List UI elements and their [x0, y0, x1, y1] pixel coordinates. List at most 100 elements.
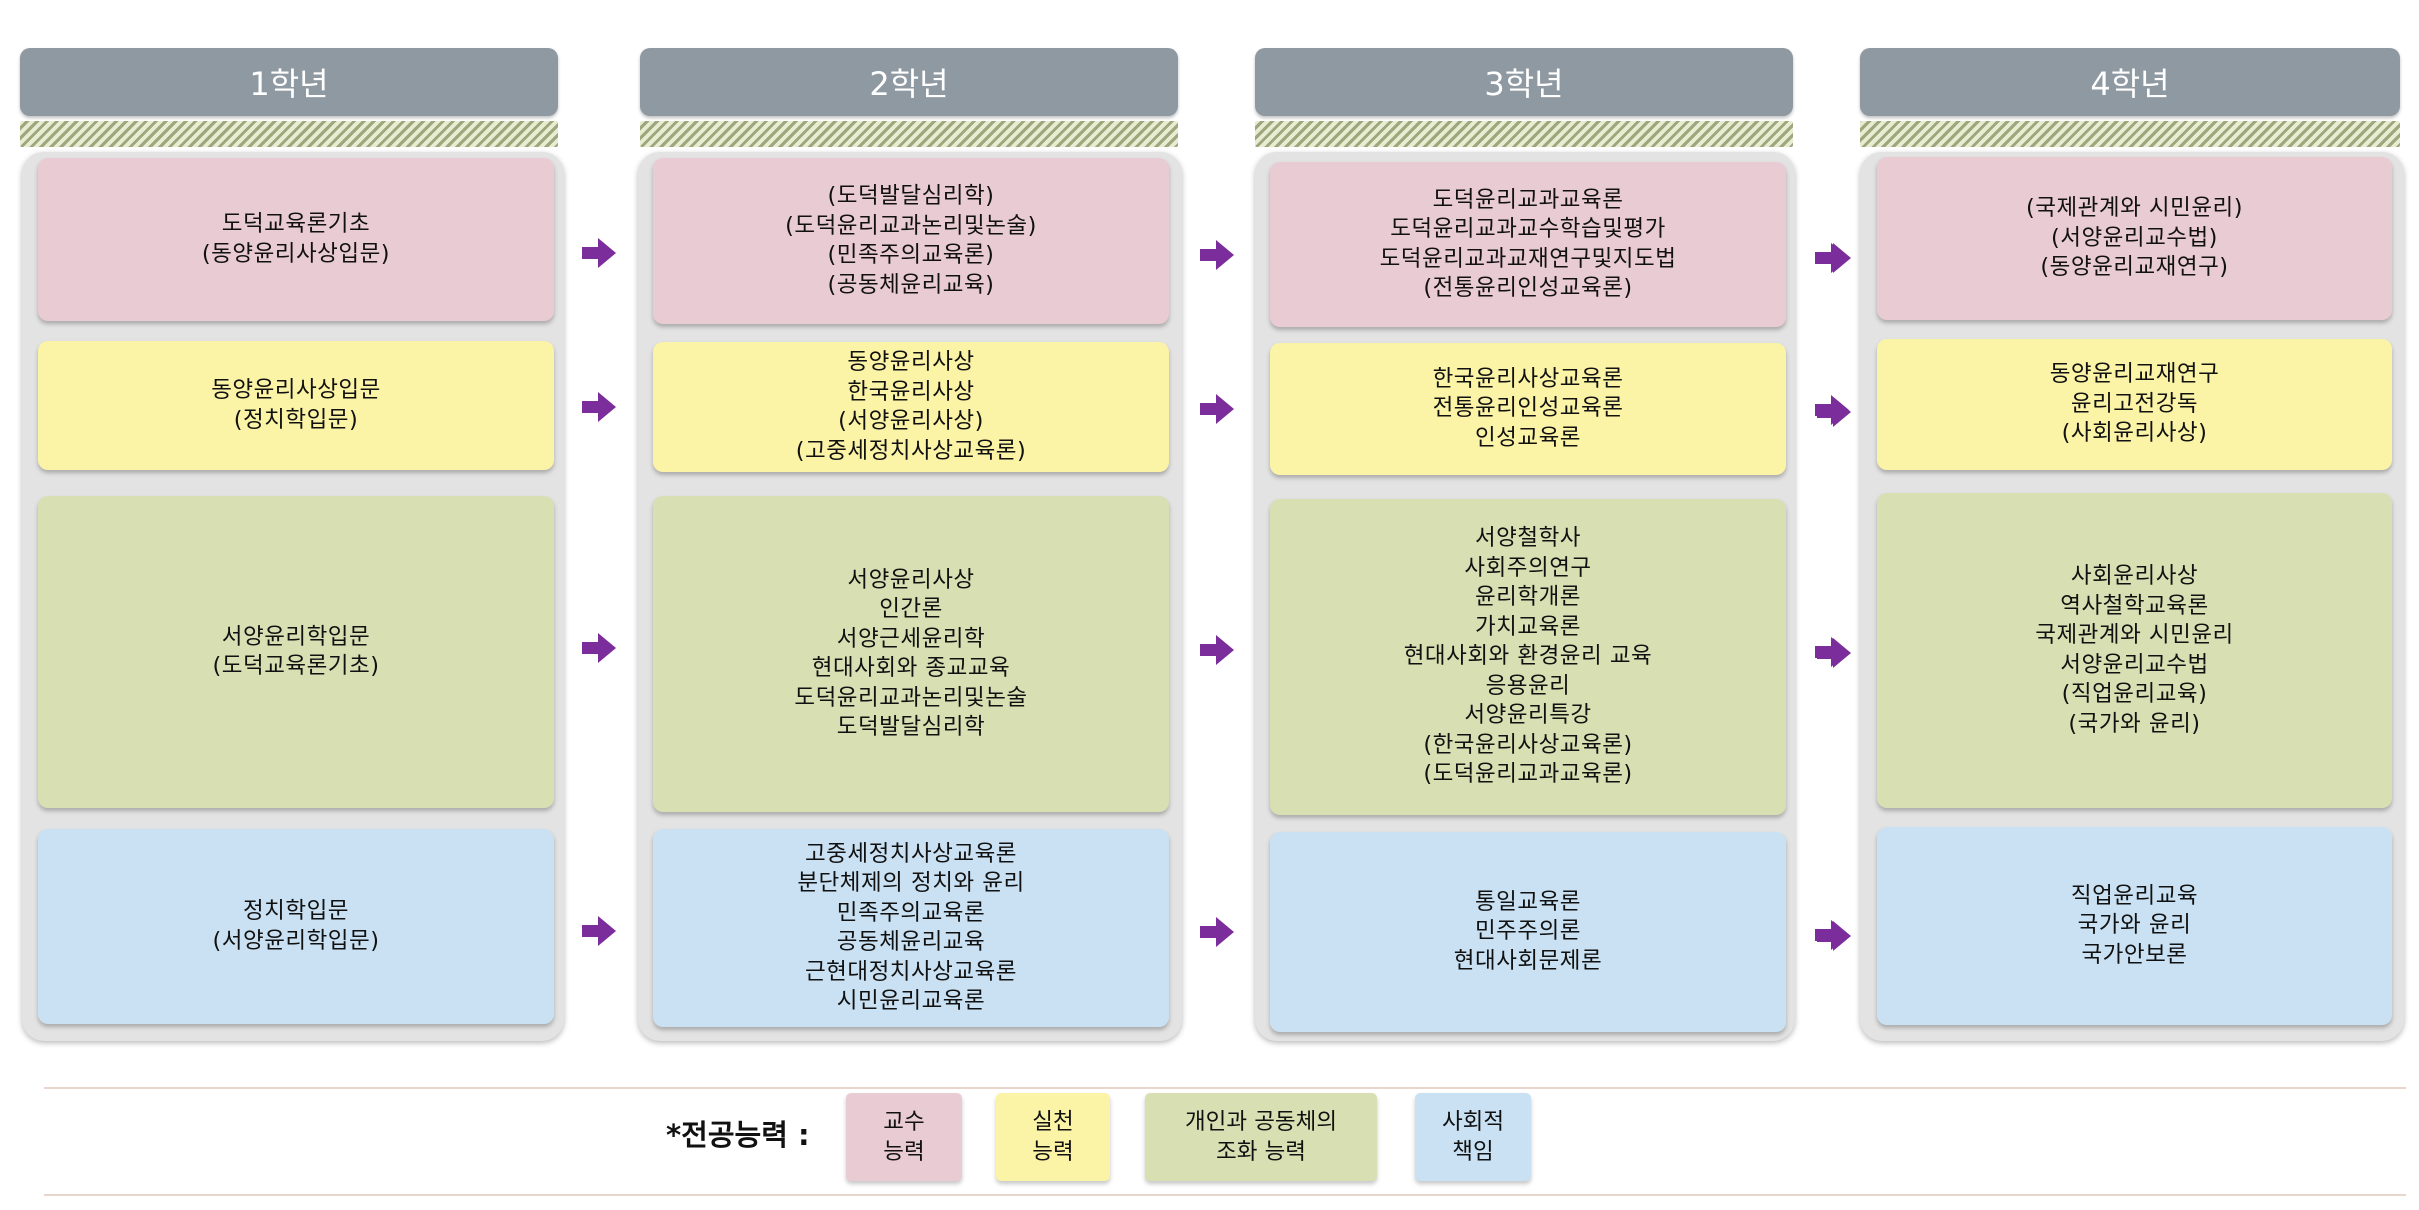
legend-divider-bottom	[44, 1194, 2406, 1196]
course-name: (사회윤리사상)	[2061, 420, 2208, 447]
course-name: (고중세정치사상교육론)	[795, 437, 1027, 464]
course-name: (정치학입문)	[233, 406, 359, 433]
course-name: 사회윤리사상	[2070, 563, 2199, 589]
legend-chip-label: 능력	[883, 1139, 925, 1165]
course-name: 정치학입문	[242, 898, 349, 924]
course-name: (국가와 윤리)	[2068, 710, 2201, 737]
course-name: 민주주의론	[1474, 918, 1581, 945]
course-name: (서양윤리학입문)	[212, 927, 380, 954]
course-name: 동양윤리교재연구	[2049, 361, 2220, 388]
course-name: 통일교육론	[1474, 888, 1581, 915]
right-arrow-icon	[1200, 394, 1234, 424]
right-arrow-icon	[582, 238, 616, 268]
course-name: (직업윤리교육)	[2061, 681, 2208, 707]
course-name: (서양윤리교수법)	[2051, 224, 2218, 251]
course-name: (동양윤리사상입문)	[201, 240, 391, 267]
course-name: 윤리고전강독	[2070, 390, 2199, 417]
course-name: (민족주의교육론)	[827, 242, 995, 268]
right-arrow-icon	[582, 392, 616, 422]
legend-chip-label: 책임	[1452, 1139, 1494, 1165]
course-card-pink: (국제관계와 시민윤리)(서양윤리교수법)(동양윤리교재연구)	[1877, 157, 2392, 320]
right-arrow-icon	[582, 916, 616, 946]
course-name: 한국윤리사상	[847, 378, 975, 405]
course-name: (한국윤리사상교육론)	[1423, 731, 1633, 758]
legend-chip-label: 사회적	[1441, 1109, 1505, 1135]
column-stripe-1	[20, 121, 558, 147]
legend-chip-label: 능력	[1032, 1139, 1074, 1165]
course-name: 사회주의연구	[1464, 554, 1592, 581]
course-name: 현대사회와 종교교육	[811, 655, 1011, 681]
right-arrow-icon	[1200, 917, 1234, 947]
legend-chip-label: 조화 능력	[1216, 1139, 1306, 1165]
column-header-1: 1학년	[20, 48, 558, 116]
course-name: 가치교육론	[1474, 613, 1581, 640]
course-name: 국제관계와 시민윤리	[2035, 622, 2234, 648]
course-name: 서양윤리사상	[847, 566, 975, 593]
course-name: 인간론	[879, 596, 943, 622]
course-name: 민족주의교육론	[836, 899, 986, 926]
course-name: 도덕교육론기초	[221, 211, 371, 237]
right-arrow-icon	[1817, 638, 1851, 668]
course-name: 현대사회와 환경윤리 교육	[1403, 643, 1653, 670]
column-stripe-3	[1255, 121, 1793, 147]
course-name: 시민윤리교육론	[836, 988, 986, 1014]
course-name: 고중세정치사상교육론	[804, 840, 1017, 867]
course-name: 도덕발달심리학	[836, 714, 986, 740]
course-name: 윤리학개론	[1474, 584, 1581, 611]
course-name: 현대사회문제론	[1453, 947, 1603, 974]
column-header-3: 3학년	[1255, 48, 1793, 116]
course-name: 국가안보론	[2081, 941, 2188, 968]
course-card-pink: (도덕발달심리학) (도덕윤리교과논리및논술) (민족주의교육론) (공동체윤리교육)	[653, 158, 1169, 324]
course-name: 역사철학교육론	[2060, 592, 2209, 619]
course-name: (동양윤리교재연구)	[2040, 254, 2229, 281]
course-name: 한국윤리사상교육론	[1432, 365, 1624, 392]
course-name: 분단체제의 정치와 윤리	[797, 870, 1025, 896]
course-name: 동양윤리사상	[847, 349, 975, 375]
course-name: 도덕윤리교과교육론	[1432, 186, 1624, 213]
right-arrow-icon	[1817, 921, 1851, 951]
right-arrow-icon	[582, 633, 616, 663]
legend-label: *전공능력 :	[666, 1118, 810, 1152]
course-name: (도덕교육론기초)	[212, 653, 380, 679]
column-header-4: 4학년	[1860, 48, 2400, 116]
course-name: 공동체윤리교육	[836, 929, 986, 955]
course-name: 근현대정치사상교육론	[804, 958, 1017, 985]
right-arrow-icon	[1200, 635, 1234, 665]
course-name: 동양윤리사상입문	[211, 377, 381, 403]
course-name: (전통윤리인성교육론)	[1423, 275, 1633, 301]
course-name: 도덕윤리교과교수학습및평가	[1390, 216, 1666, 242]
legend-chip-label: 실천	[1032, 1109, 1074, 1135]
column-stripe-4	[1860, 121, 2400, 147]
course-name: 도덕윤리교과교재연구및지도법	[1379, 245, 1677, 272]
course-name: 서양철학사	[1474, 525, 1581, 552]
course-name: 서양윤리특강	[1464, 702, 1592, 729]
course-name: (도덕발달심리학)	[827, 183, 995, 209]
course-name: 인성교육론	[1474, 424, 1581, 451]
course-name: (도덕윤리교과교육론)	[1423, 761, 1633, 788]
right-arrow-icon	[1817, 243, 1851, 273]
legend-divider-top	[44, 1087, 2406, 1089]
right-arrow-icon	[1200, 240, 1234, 270]
course-name: 응용윤리	[1485, 672, 1571, 699]
course-name: (공동체윤리교육)	[827, 271, 995, 298]
course-card-pink: 도덕교육론기초 (동양윤리사상입문)	[38, 158, 554, 321]
course-name: (도덕윤리교과논리및논술)	[785, 212, 1037, 239]
column-header-2: 2학년	[640, 48, 1178, 116]
course-name: 서양근세윤리학	[836, 625, 986, 652]
legend-chip-label: 개인과 공동체의	[1184, 1109, 1338, 1135]
course-name: 서양윤리교수법	[2060, 651, 2209, 678]
column-stripe-2	[640, 121, 1178, 147]
course-name: (서양윤리사상)	[838, 408, 984, 434]
